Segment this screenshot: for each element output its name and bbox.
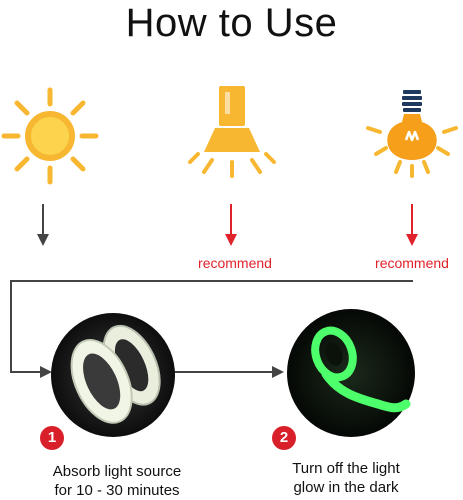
step-1-line1: Absorb light source	[52, 463, 182, 480]
tape-rolls-daylight-image	[51, 313, 175, 437]
recommend-label-bulb: recommend	[375, 255, 449, 271]
step-1-caption: Absorb light source for 10 - 30 minutes	[17, 462, 217, 500]
light-bulb-icon	[366, 90, 458, 178]
arrow-down-red-1	[225, 204, 237, 246]
step-2-caption: Turn off the light glow in the dark	[246, 459, 446, 497]
recommend-label-flashlight: recommend	[198, 255, 272, 271]
tape-roll-glowing-image	[287, 309, 415, 437]
connector-line-top	[10, 280, 413, 378]
step-2-line1: Turn off the light	[292, 460, 400, 477]
step-2-line2: glow in the dark	[293, 479, 399, 496]
step-1-line2: for 10 - 30 minutes	[54, 482, 180, 499]
sun-icon	[1, 87, 99, 185]
step-1-badge: 1	[40, 426, 64, 450]
arrow-down-red-2	[406, 204, 418, 246]
page-title: How to Use	[125, 1, 338, 45]
arrow-down-gray	[37, 204, 49, 246]
step-2-badge: 2	[272, 426, 296, 450]
flashlight-icon	[188, 86, 276, 178]
